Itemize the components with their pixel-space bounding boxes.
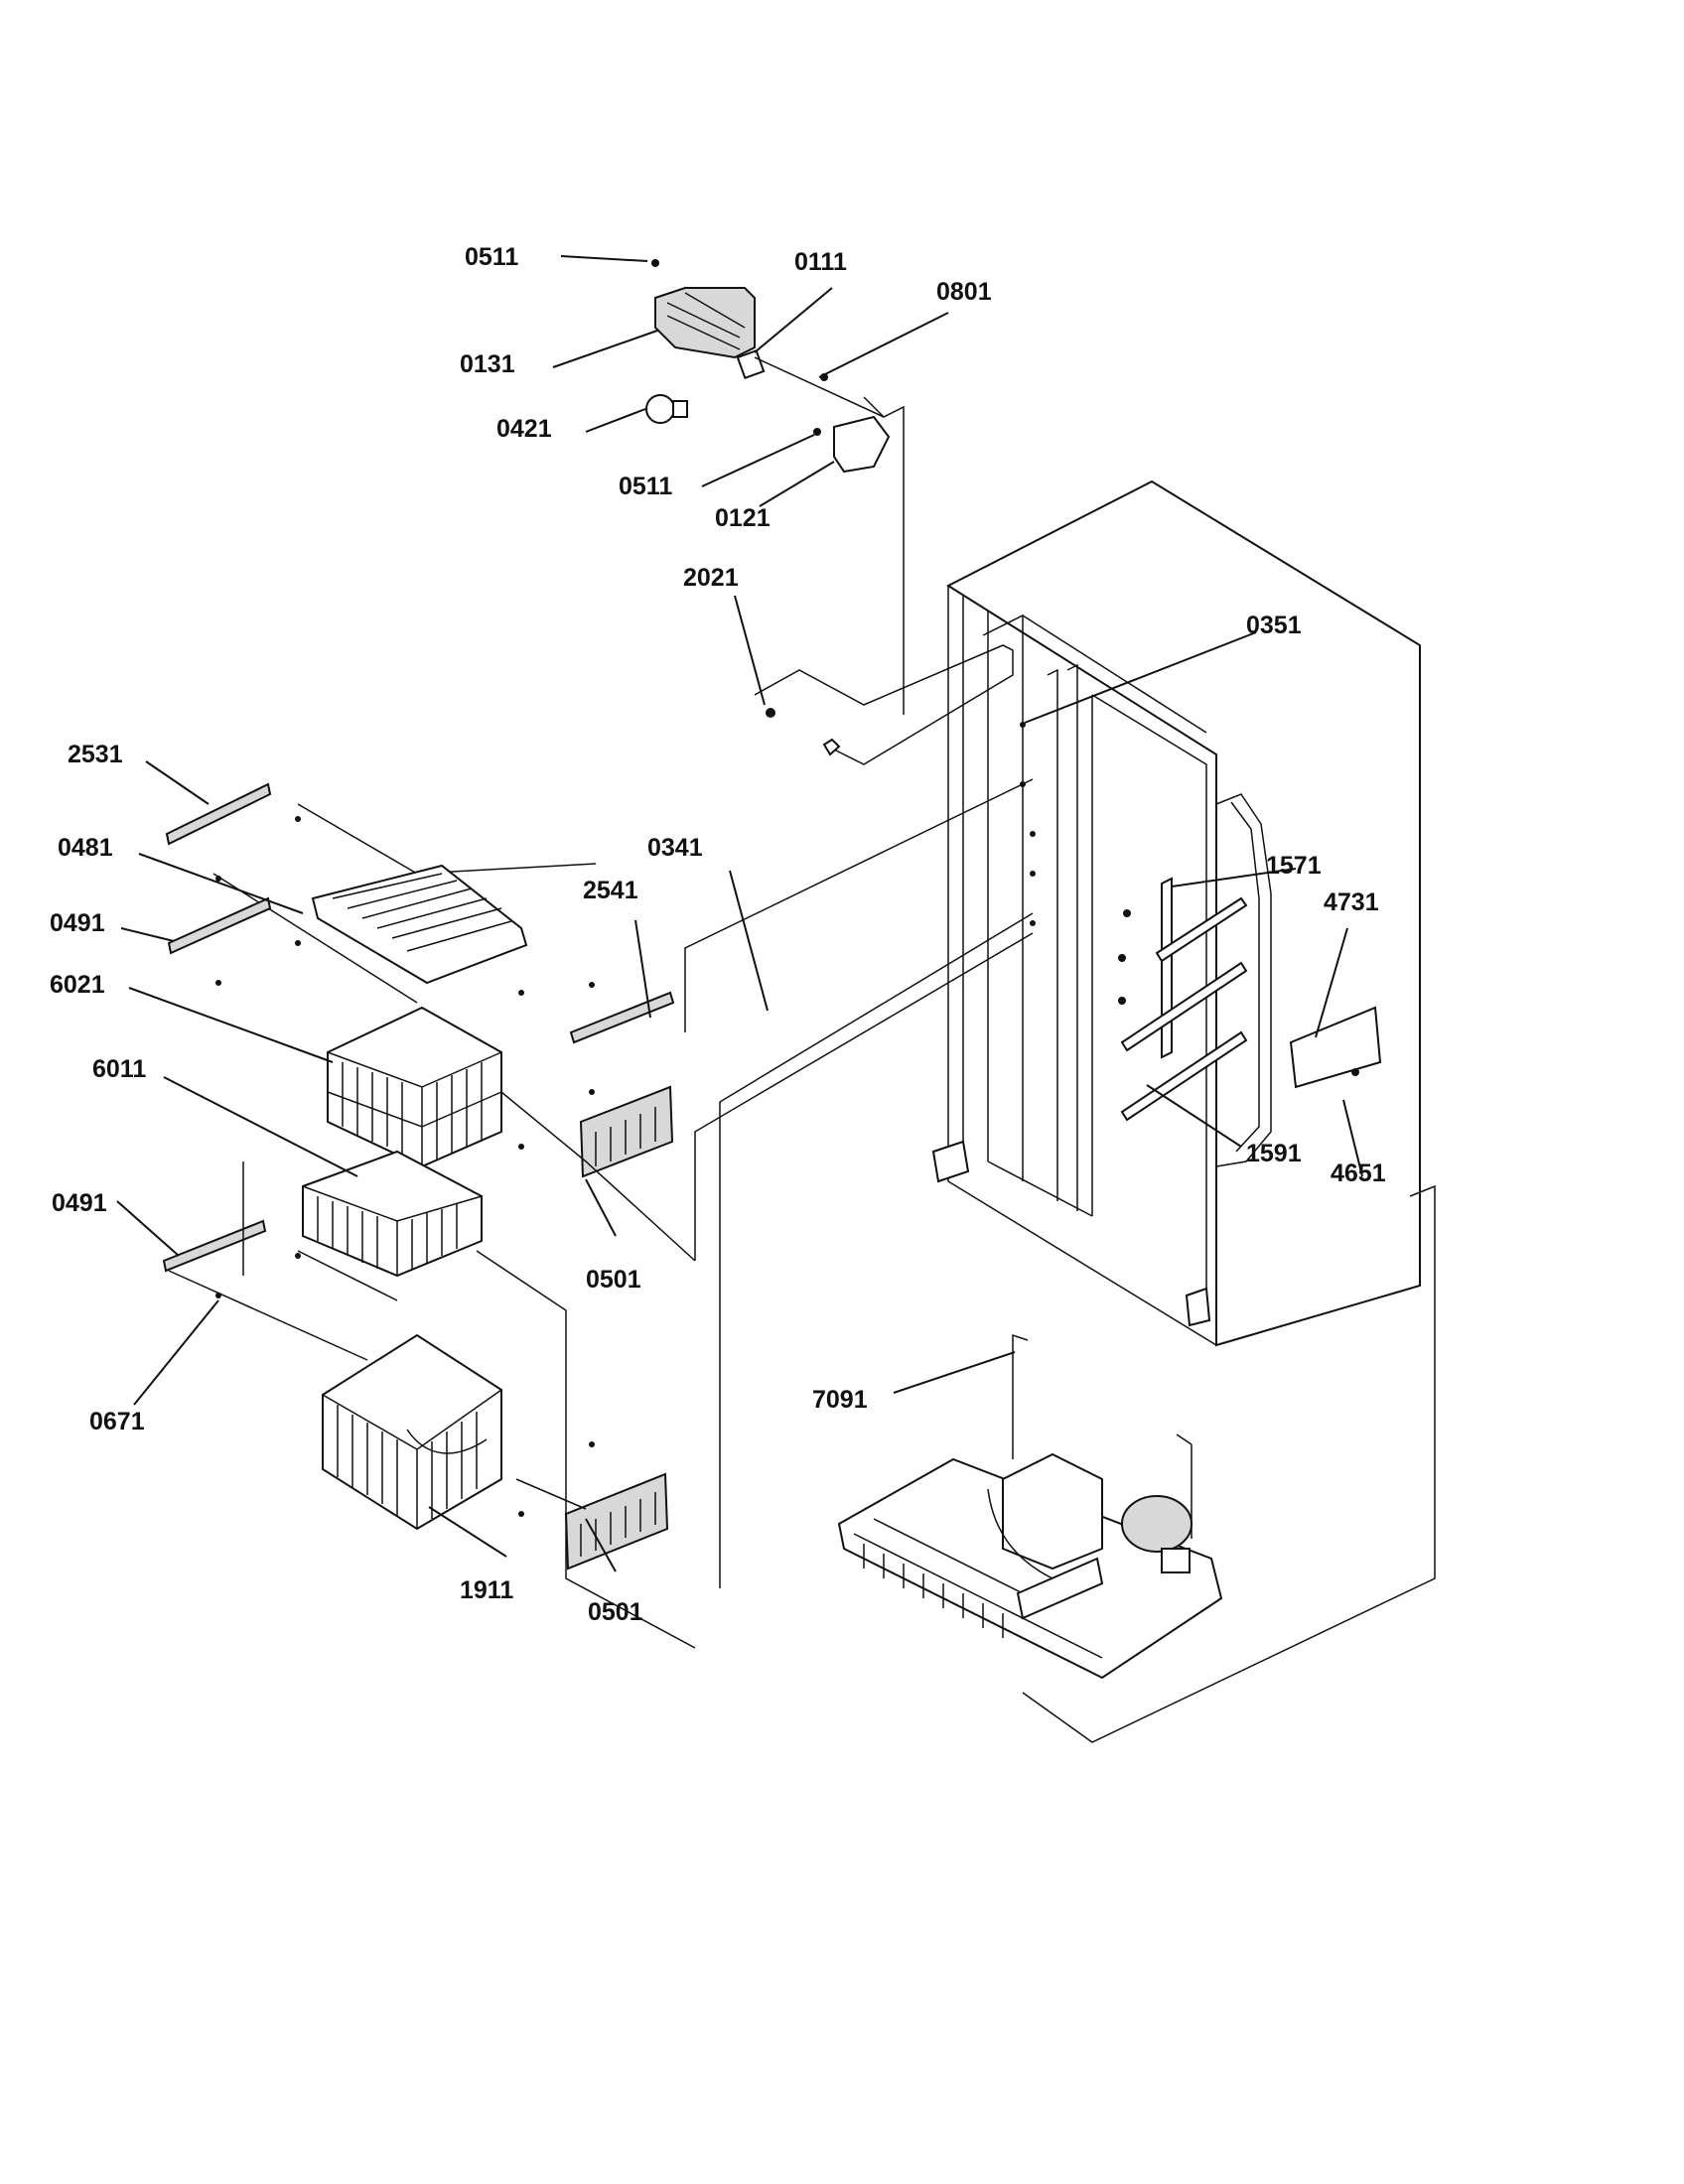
callout-1911: 1911 bbox=[460, 1576, 513, 1604]
cabinet bbox=[931, 479, 1421, 1347]
callout-1571: 1571 bbox=[1266, 852, 1322, 880]
drawer-basket-1911 bbox=[168, 1270, 669, 1570]
callout-6021: 6021 bbox=[50, 971, 105, 999]
wire-harness bbox=[754, 644, 1014, 765]
leader-lines bbox=[116, 255, 1363, 1572]
callout-0121: 0121 bbox=[715, 504, 771, 532]
callout-0501-lower: 0501 bbox=[588, 1598, 643, 1626]
callout-6011: 6011 bbox=[92, 1055, 146, 1083]
callout-4651: 4651 bbox=[1331, 1160, 1386, 1187]
callout-0131: 0131 bbox=[460, 350, 515, 378]
callout-2021: 2021 bbox=[683, 564, 739, 592]
callout-0801: 0801 bbox=[936, 278, 992, 306]
callout-0511-top: 0511 bbox=[465, 243, 518, 271]
callout-0341: 0341 bbox=[647, 834, 703, 862]
assembly-lines bbox=[684, 778, 1034, 1588]
callout-4731: 4731 bbox=[1324, 888, 1379, 916]
callout-0481: 0481 bbox=[58, 834, 113, 862]
callout-0491-upper: 0491 bbox=[50, 909, 105, 937]
callout-0671: 0671 bbox=[89, 1408, 145, 1435]
callout-2541: 2541 bbox=[583, 877, 638, 904]
callout-0351: 0351 bbox=[1246, 612, 1302, 639]
callout-0501-upper: 0501 bbox=[586, 1266, 641, 1294]
callout-0491-lower: 0491 bbox=[52, 1189, 107, 1217]
callout-0111: 0111 bbox=[794, 248, 847, 276]
drawer-basket-6021 bbox=[327, 1006, 696, 1262]
machine-compartment bbox=[837, 1184, 1436, 1743]
callout-1591: 1591 bbox=[1246, 1140, 1302, 1167]
callout-2531: 2531 bbox=[68, 741, 123, 768]
callout-0421: 0421 bbox=[496, 415, 552, 443]
callout-7091: 7091 bbox=[812, 1386, 868, 1414]
light-assembly bbox=[645, 259, 905, 715]
drawer-basket-6011 bbox=[162, 1150, 696, 1649]
callout-labels: 0511 0111 0801 0131 0421 0511 0121 2021 … bbox=[50, 243, 1386, 1626]
callout-0511-lower: 0511 bbox=[619, 473, 672, 500]
shelf-assembly bbox=[165, 782, 675, 1044]
